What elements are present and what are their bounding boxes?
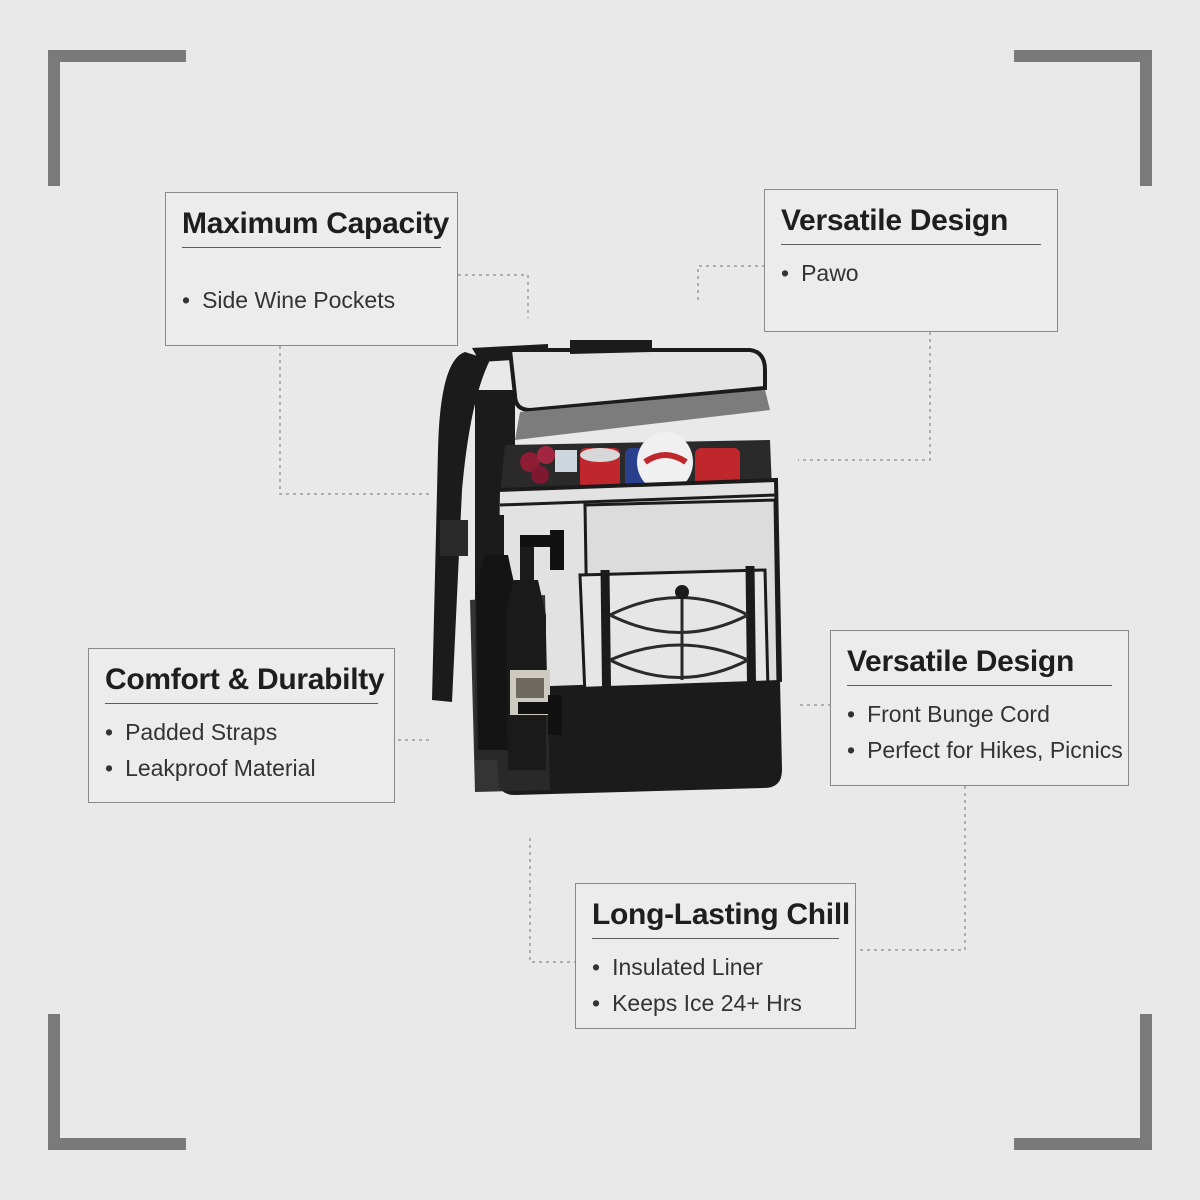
frame-corner-top-right-h bbox=[1014, 50, 1152, 62]
callout-title: Comfort & Durabilty bbox=[105, 663, 385, 704]
frame-corner-bottom-right-v bbox=[1140, 1014, 1152, 1150]
callout-title: Long-Lasting Chill bbox=[592, 898, 850, 939]
callout-versatile-design-top: Versatile Design Pawo bbox=[764, 189, 1058, 332]
bullet-item: Side Wine Pockets bbox=[182, 282, 441, 318]
callout-versatile-design-right: Versatile Design Front Bunge Cord Perfec… bbox=[830, 630, 1129, 786]
callout-long-lasting-chill: Long-Lasting Chill Insulated Liner Keeps… bbox=[575, 883, 856, 1029]
callout-bullets: Padded Straps Leakproof Material bbox=[105, 714, 378, 786]
frame-corner-top-left-h bbox=[48, 50, 186, 62]
callout-bullets: Front Bunge Cord Perfect for Hikes, Picn… bbox=[847, 696, 1123, 768]
callout-bullets: Insulated Liner Keeps Ice 24+ Hrs bbox=[592, 949, 839, 1021]
bullet-item: Keeps Ice 24+ Hrs bbox=[592, 985, 839, 1021]
bullet-item: Pawo bbox=[781, 255, 1041, 291]
bullet-item: Front Bunge Cord bbox=[847, 696, 1112, 732]
bullet-item: Leakproof Material bbox=[105, 750, 378, 786]
frame-corner-bottom-left-v bbox=[48, 1014, 60, 1150]
frame-corner-bottom-left-h bbox=[48, 1138, 186, 1150]
bullet-item: Padded Straps bbox=[105, 714, 378, 750]
callout-title: Versatile Design bbox=[847, 645, 1112, 686]
bullet-item: Insulated Liner bbox=[592, 949, 839, 985]
callout-title: Versatile Design bbox=[781, 204, 1041, 245]
callout-title: Maximum Capacity bbox=[182, 207, 449, 248]
frame-corner-top-right-v bbox=[1140, 50, 1152, 186]
backpack-cooler-image bbox=[432, 340, 783, 795]
callout-bullets: Pawo bbox=[781, 255, 1041, 291]
callout-comfort-durability: Comfort & Durabilty Padded Straps Leakpr… bbox=[88, 648, 395, 803]
callout-bullets: Side Wine Pockets bbox=[182, 282, 441, 318]
frame-corner-bottom-right-h bbox=[1014, 1138, 1152, 1150]
bullet-item: Perfect for Hikes, Picnics bbox=[847, 732, 1123, 768]
callout-maximum-capacity: Maximum Capacity Side Wine Pockets bbox=[165, 192, 458, 346]
frame-corner-top-left-v bbox=[48, 50, 60, 186]
